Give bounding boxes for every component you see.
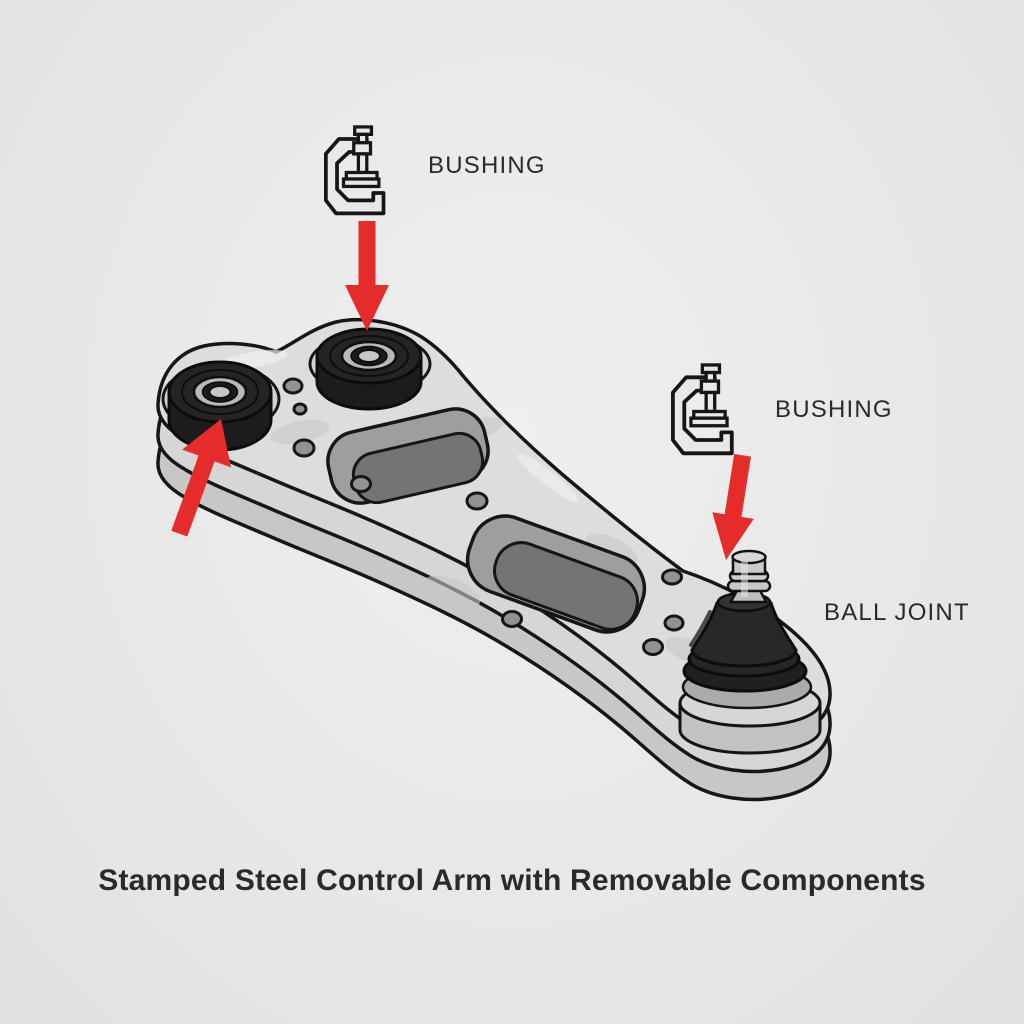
bushing-rear <box>315 327 423 411</box>
red-arrow-down-top-icon <box>345 221 389 331</box>
control-arm-body <box>156 317 832 802</box>
diagram-caption: Stamped Steel Control Arm with Removable… <box>98 864 926 897</box>
lightening-cutout-rear <box>465 514 647 634</box>
bolt-holes <box>282 377 685 656</box>
bushing-label-top: BUSHING <box>428 152 546 179</box>
bushing-label-right: BUSHING <box>775 396 893 423</box>
clamp-press-top-icon <box>323 125 386 216</box>
red-arrow-up-left-icon <box>171 419 232 537</box>
ball-joint <box>678 549 822 755</box>
bushing-front <box>167 360 273 452</box>
ball-joint-label: BALL JOINT <box>824 599 970 626</box>
red-arrow-down-right-icon <box>712 453 754 560</box>
clamp-press-right-icon <box>671 363 734 456</box>
